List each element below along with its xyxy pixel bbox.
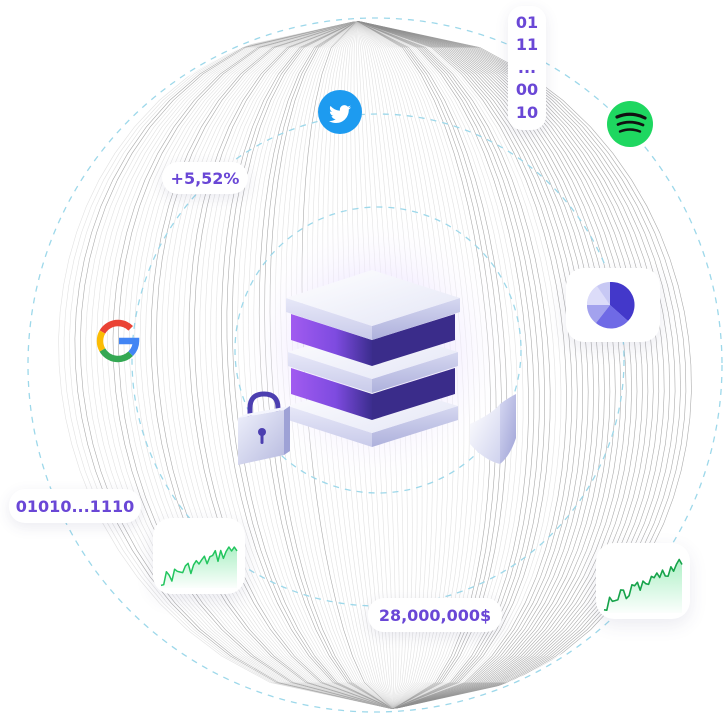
shield-icon [470,394,516,464]
globe-meridian-line [215,21,394,709]
globe-meridian-line [356,21,535,709]
globe-meridian-line [356,21,622,709]
binary-row: ... [517,57,537,77]
globe-meridian-line [118,21,394,709]
globe-meridian-line [356,21,649,709]
globe-meridian-line [356,21,605,709]
globe-meridian-line [356,21,567,709]
binary-stream-badge: 01010...1110 [9,489,141,523]
globe-meridian-line [183,21,394,709]
binary-row: 00 [515,80,539,100]
globe-meridian-line [356,21,632,709]
globe-meridian-line [139,21,394,709]
globe-meridian-line [226,21,394,709]
globe-meridian-line [134,21,394,709]
globe-meridian-line [356,21,594,709]
globe-meridian-line [172,21,394,709]
globe-meridian-line [80,21,394,709]
slab-top [286,270,460,340]
spotify-icon[interactable] [607,101,653,147]
globe-meridian-line [356,21,611,709]
globe-meridian-line [69,21,394,709]
globe-meridian-line [74,21,394,709]
layer-upper [291,314,455,366]
globe-meridian-line [63,21,394,709]
binary-column: 01 11 ... 00 10 [508,6,546,130]
globe-meridian-line [188,21,394,709]
globe-meridian-line [145,21,394,709]
globe-meridian-line [356,21,562,709]
orbit-outer [27,17,723,713]
globe-meridian-line [58,21,394,709]
globe-meridian-line [123,21,394,709]
line-chart-card-right [596,543,690,619]
globe-meridian-line [194,21,394,709]
globe-meridian-line [356,21,540,709]
globe-meridian-line [112,21,394,709]
globe-meridian-line [166,21,394,709]
globe-meridian-line [356,21,578,709]
globe-meridian-line [356,21,573,709]
globe-meridian-line [128,21,394,709]
globe-meridian-line [356,21,584,709]
globe-meridian-line [356,21,654,709]
globe-meridian-line [356,21,589,709]
binary-row: 10 [515,102,539,122]
globe-meridian-line [161,21,394,709]
globe-meridian-line [356,21,616,709]
globe-meridian-line [356,21,627,709]
twitter-icon[interactable] [318,90,362,134]
pie-chart-icon [587,281,635,329]
globe-meridian-line [150,21,394,709]
padlock-icon [238,391,290,465]
globe-meridian-line [90,21,394,709]
pie-chart-card [566,268,660,342]
line-chart-icon [160,546,238,588]
database-stack-icon [286,270,460,447]
globe-meridian-line [356,21,556,709]
line-chart-icon [603,558,683,613]
globe-meridian-line [231,21,394,709]
globe-meridian-line [156,21,394,709]
globe-meridian-line [210,21,394,709]
globe-meridian-line [177,21,394,709]
percent-change-badge: +5,52% [162,162,248,194]
globe-meridian-line [101,21,394,709]
google-icon[interactable] [96,319,140,363]
globe-meridian-line [356,21,600,709]
globe-meridian-line [356,21,551,709]
binary-row: 11 [515,35,539,55]
globe-meridian-line [356,21,519,709]
globe-meridian-line [356,21,546,709]
globe-meridian-line [199,21,394,709]
globe-meridian-line [85,21,394,709]
globe-meridian-line [96,21,394,709]
globe-meridian-line [107,21,394,709]
line-chart-card-left [153,518,245,594]
globe-meridian-line [356,21,524,709]
globe-meridian-line [204,21,394,709]
binary-row: 01 [515,12,539,32]
layer-lower [291,368,455,420]
globe-meridian-line [356,21,529,709]
amount-badge: 28,000,000$ [368,598,502,632]
globe-meridian-line [356,21,638,709]
globe-meridian-line [221,21,394,709]
globe-meridian-line [356,21,643,709]
